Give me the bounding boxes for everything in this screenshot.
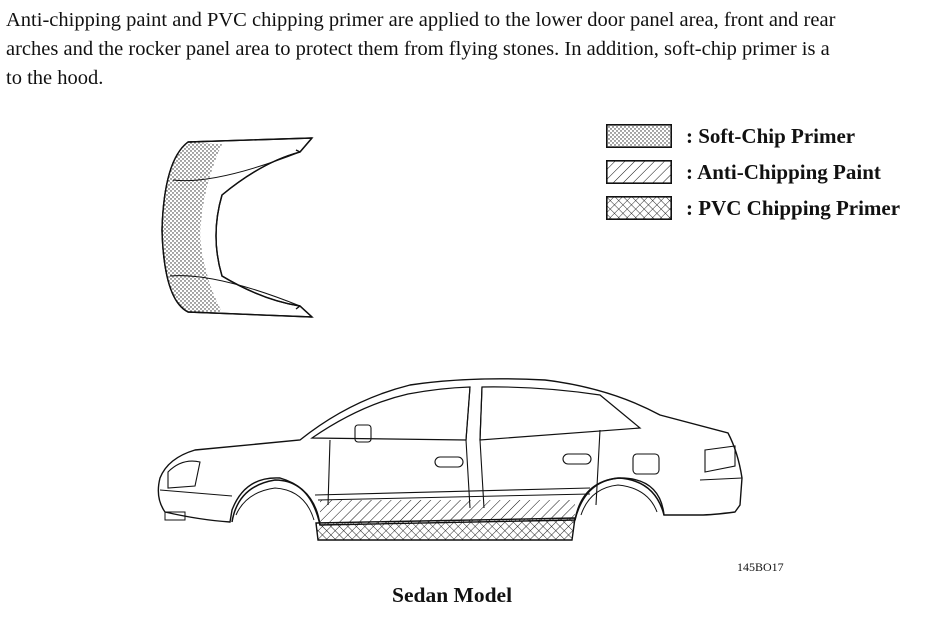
pvc-chipping-area	[316, 518, 575, 540]
cross-hatch-pattern-swatch	[606, 196, 672, 220]
figure-id: 145BO17	[737, 560, 784, 574]
legend-label: : Anti-Chipping Paint	[686, 160, 881, 184]
hatch-pattern-swatch	[606, 160, 672, 184]
figure-caption: Sedan Model	[392, 583, 513, 607]
sedan-drawing	[157, 378, 743, 541]
dot-pattern-swatch	[606, 124, 672, 148]
legend-label: : PVC Chipping Primer	[686, 196, 901, 220]
intro-line-2: arches and the rocker panel area to prot…	[6, 38, 830, 60]
intro-line-1: Anti-chipping paint and PVC chipping pri…	[6, 9, 836, 31]
hood-drawing	[161, 137, 314, 318]
hood-soft-chip-area	[162, 142, 222, 312]
intro-text: Anti-chipping paint and PVC chipping pri…	[6, 6, 934, 93]
intro-line-3: to the hood.	[6, 67, 104, 89]
legend-label: : Soft-Chip Primer	[686, 124, 856, 148]
